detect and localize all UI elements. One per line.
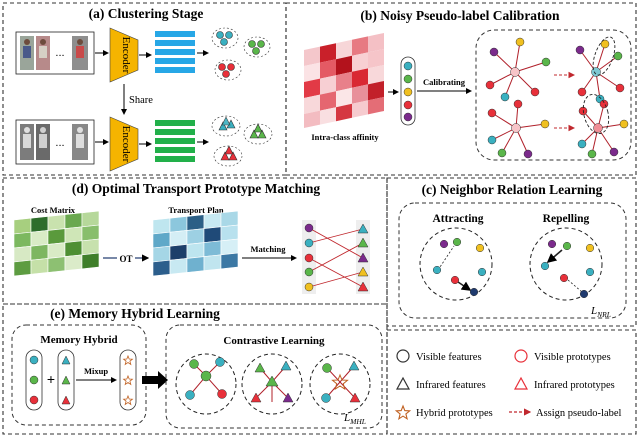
legend-infrared-prototypes-icon xyxy=(513,376,529,390)
matching-label: Matching xyxy=(251,244,287,254)
memory-hybrid-label: Memory Hybrid xyxy=(40,334,117,346)
panel-b-frame xyxy=(285,2,637,176)
memory-hybrid-box xyxy=(11,324,147,426)
infrared-images-ellipsis: ... xyxy=(55,137,64,149)
infrared-image-stack: ... xyxy=(15,119,95,165)
panel-d: Cost Matrix OT Transport Plan Matching xyxy=(13,205,370,294)
legend-assign-pseudo-label: Assign pseudo-label xyxy=(536,408,622,419)
attracting-label: Attracting xyxy=(432,213,483,225)
panel-d-title: (d) Optimal Transport Prototype Matching xyxy=(72,181,320,196)
repelling-nodes xyxy=(540,239,595,299)
repelling-label: Repelling xyxy=(543,213,590,225)
contrastive-box xyxy=(165,324,383,429)
encoder-bottom xyxy=(109,116,139,172)
matching-left-nodes xyxy=(304,223,314,292)
visible-images-ellipsis: ... xyxy=(55,47,64,59)
affinity-label: Intra-class affinity xyxy=(311,132,379,142)
visible-image-stack: ... xyxy=(15,31,95,75)
panel-a-frame xyxy=(2,2,287,176)
legend-infrared-features: Infrared features xyxy=(416,380,486,391)
big-arrow xyxy=(142,371,168,389)
cost-matrix-label: Cost Matrix xyxy=(31,205,76,215)
legend-visible-prototypes: Visible prototypes xyxy=(534,352,611,363)
panel-a-title: (a) Clustering Stage xyxy=(89,6,204,21)
legend-frame xyxy=(386,329,637,435)
graph-after-bottom xyxy=(577,93,629,159)
infrared-feature-bars xyxy=(155,120,195,162)
legend-visible-features: Visible features xyxy=(416,352,482,363)
visible-feature-bars xyxy=(155,31,195,73)
legend-infrared-features-icon xyxy=(395,376,411,390)
legend-hybrid-prototypes: Hybrid prototypes xyxy=(416,408,493,419)
encoder-top-label: Encoder xyxy=(120,37,132,74)
panel-c-frame xyxy=(386,177,637,327)
graph-after-top xyxy=(575,36,625,104)
calibrating-label: Calibrating xyxy=(423,77,466,87)
graph-before-top xyxy=(485,37,551,102)
panel-e-title: (e) Memory Hybrid Learning xyxy=(50,306,220,321)
graph-before-bottom xyxy=(487,99,550,159)
matching-right-nodes xyxy=(357,223,369,292)
legend-visible-features-icon xyxy=(396,349,410,363)
encoder-bottom-label: Encoder xyxy=(120,126,132,163)
visible-clusters xyxy=(211,27,271,81)
cost-matrix xyxy=(13,210,100,277)
calibration-box xyxy=(475,29,632,161)
plus-sign: + xyxy=(47,371,55,387)
encoder-top xyxy=(109,27,139,83)
legend-hybrid-prototypes-icon xyxy=(394,404,412,421)
nrl-loss-label: LNRL xyxy=(590,305,611,319)
contrastive-label: Contrastive Learning xyxy=(223,335,325,347)
attracting-circle xyxy=(419,227,493,301)
neighbor-box xyxy=(398,202,627,319)
memory-hybrid-pill xyxy=(119,349,137,411)
intra-class-affinity-matrix xyxy=(304,32,384,128)
infrared-clusters xyxy=(211,115,273,167)
mixup-label: Mixup xyxy=(84,366,108,376)
hybrid-stars xyxy=(122,354,134,406)
legend-visible-prototypes-icon xyxy=(514,349,528,363)
mhl-loss-label: LMHL xyxy=(343,412,366,426)
legend: Visible features Visible prototypes Infr… xyxy=(394,349,622,421)
share-label: Share xyxy=(129,95,153,106)
attracting-nodes xyxy=(432,237,487,297)
transport-plan-label: Transport Plan xyxy=(168,205,224,215)
panel-c: Attracting Repelling LNRL xyxy=(398,202,627,319)
matching-edges xyxy=(308,227,364,288)
panel-a: ... ... Encoder Encoder Share xyxy=(15,27,273,172)
ot-label: OT xyxy=(119,254,132,264)
transport-plan-matrix xyxy=(152,210,239,277)
panel-c-title: (c) Neighbor Relation Learning xyxy=(422,182,603,197)
legend-infrared-prototypes: Infrared prototypes xyxy=(534,380,615,391)
panel-b-title: (b) Noisy Pseudo-label Calibration xyxy=(360,8,560,23)
panel-e: Memory Hybrid + Mixup Contrastive Learni… xyxy=(11,324,383,429)
repelling-circle xyxy=(529,227,603,301)
panel-b: Intra-class affinity Calibrating xyxy=(304,29,632,161)
